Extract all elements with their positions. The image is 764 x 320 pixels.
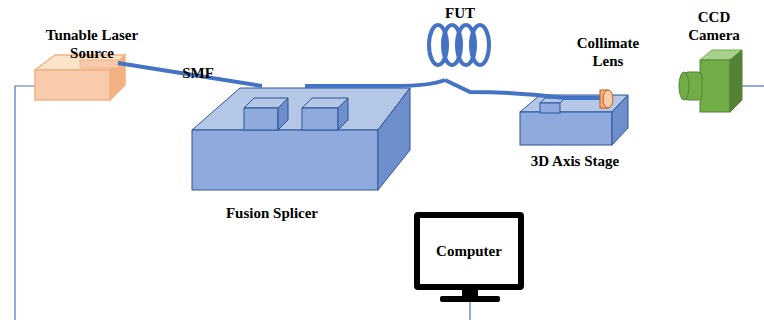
- ccd-camera: [679, 50, 742, 112]
- part-label: Collimate Lens: [573, 34, 643, 70]
- part-label: SMF: [168, 64, 228, 82]
- part-label: 3D Axis Stage: [510, 152, 640, 170]
- optical-fiber: [118, 25, 600, 98]
- part-label: Fusion Splicer: [197, 204, 347, 222]
- part-label: FUT: [430, 4, 490, 22]
- part-label: CCD Camera: [679, 8, 749, 44]
- fusion-splicer: [192, 88, 410, 190]
- control-wire: [742, 85, 764, 86]
- control-wire: [15, 86, 35, 320]
- control-wire: [469, 300, 470, 320]
- node-label: Computer: [436, 243, 502, 260]
- computer-monitor: Computer: [414, 212, 524, 290]
- part-label: Tunable Laser Source: [33, 26, 151, 62]
- collimate-lens: [600, 90, 613, 108]
- laser-source: [35, 55, 125, 100]
